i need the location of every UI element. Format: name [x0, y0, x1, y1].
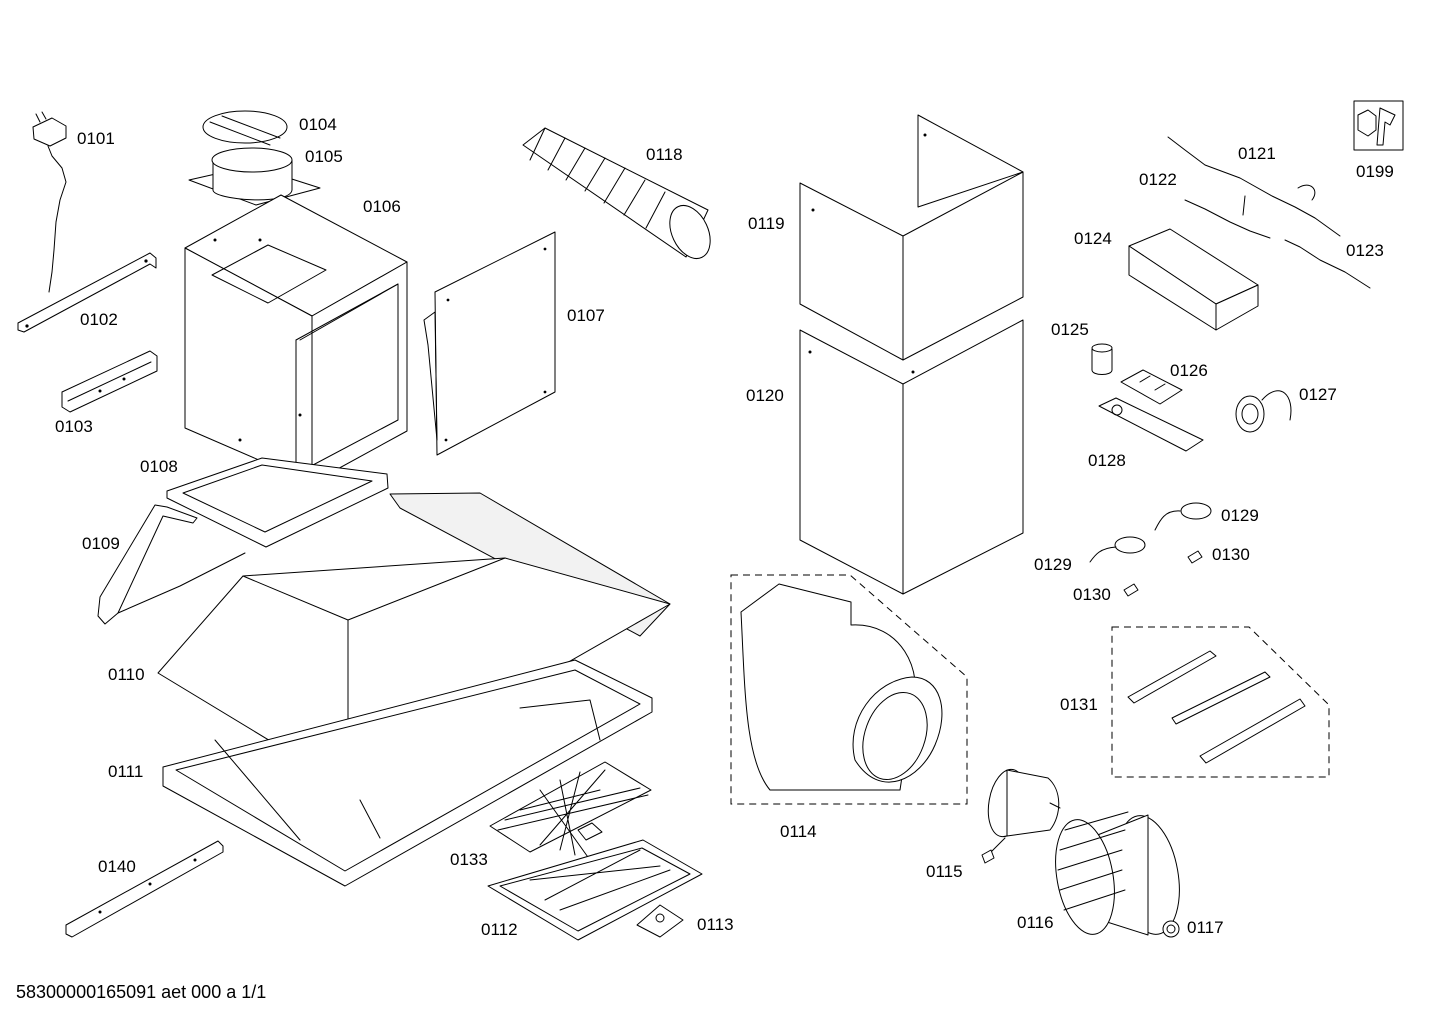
label-0129-a: 0129 [1221, 506, 1259, 525]
label-0126: 0126 [1170, 361, 1208, 380]
part-0124-control-box [1128, 228, 1259, 331]
part-0133-grease-filter [489, 761, 652, 861]
part-0128-mounting-plate [1098, 397, 1204, 452]
label-0125: 0125 [1051, 320, 1089, 339]
label-0111: 0111 [108, 762, 143, 781]
part-0118-flexible-duct [522, 127, 711, 259]
part-0110-canopy [157, 492, 671, 789]
part-0116-fan-wheel [1055, 811, 1180, 936]
part-0108-frame [166, 457, 389, 548]
label-0113: 0113 [697, 915, 734, 934]
label-0123: 0123 [1346, 241, 1384, 260]
label-0122: 0122 [1139, 170, 1177, 189]
part-0121-cable [1167, 136, 1341, 237]
label-0109: 0109 [82, 534, 120, 553]
part-0111-lower-frame [162, 659, 653, 887]
part-0114-fan-housing [730, 574, 968, 805]
part-0127-motor [1235, 390, 1292, 433]
label-0103: 0103 [55, 417, 93, 436]
part-0106-housing [184, 194, 408, 484]
label-0108: 0108 [140, 457, 178, 476]
label-0117: 0117 [1187, 918, 1224, 937]
label-0107: 0107 [567, 306, 605, 325]
part-0126-circuit-board [1120, 369, 1183, 405]
label-0104: 0104 [299, 115, 337, 134]
part-0140-rail [65, 840, 224, 938]
part-0122-cable [1184, 195, 1271, 239]
label-0121: 0121 [1238, 144, 1276, 163]
label-0199: 0199 [1356, 162, 1394, 181]
label-0106: 0106 [363, 197, 401, 216]
part-0125-capacitor [1091, 343, 1113, 375]
part-0101-power-cord [32, 111, 67, 293]
wrench-icon [1353, 100, 1404, 151]
label-0118: 0118 [646, 145, 683, 164]
part-0105-collar [188, 147, 321, 206]
label-0102: 0102 [80, 310, 118, 329]
label-0133: 0133 [450, 850, 488, 869]
part-0102-bracket [17, 252, 157, 333]
label-0129-b: 0129 [1034, 555, 1072, 574]
label-0116: 0116 [1017, 913, 1054, 932]
part-0117-nut [1162, 920, 1180, 938]
label-0105: 0105 [305, 147, 343, 166]
part-0107-panel [423, 231, 556, 456]
part-0103-plate [61, 350, 158, 413]
part-0113-knob [636, 904, 684, 938]
part-0130-bulb [1123, 550, 1203, 597]
part-0119-upper-chimney [799, 114, 1024, 361]
document-footer: 58300000165091 aet 000 a 1/1 [16, 982, 266, 1002]
label-0119: 0119 [748, 214, 785, 233]
part-0131-switch-assembly [1111, 626, 1330, 778]
part-0129-lamp [1089, 502, 1212, 563]
label-0130-b: 0130 [1073, 585, 1111, 604]
label-0101: 0101 [77, 129, 115, 148]
part-0120-lower-chimney [799, 319, 1024, 595]
label-0120: 0120 [746, 386, 784, 405]
label-0128: 0128 [1088, 451, 1126, 470]
part-0112-filter-tray [487, 839, 703, 941]
label-0115: 0115 [926, 862, 963, 881]
label-0114: 0114 [780, 822, 817, 841]
label-0131: 0131 [1060, 695, 1098, 714]
label-0127: 0127 [1299, 385, 1337, 404]
part-0104-damper [202, 110, 288, 146]
label-0130-a: 0130 [1212, 545, 1250, 564]
label-0110: 0110 [108, 665, 145, 684]
part-0123-cable [1284, 239, 1371, 289]
part-0115-motor [981, 768, 1061, 864]
label-0124: 0124 [1074, 229, 1112, 248]
part-0109-support [97, 504, 246, 625]
label-0112: 0112 [481, 920, 518, 939]
label-0140: 0140 [98, 857, 136, 876]
